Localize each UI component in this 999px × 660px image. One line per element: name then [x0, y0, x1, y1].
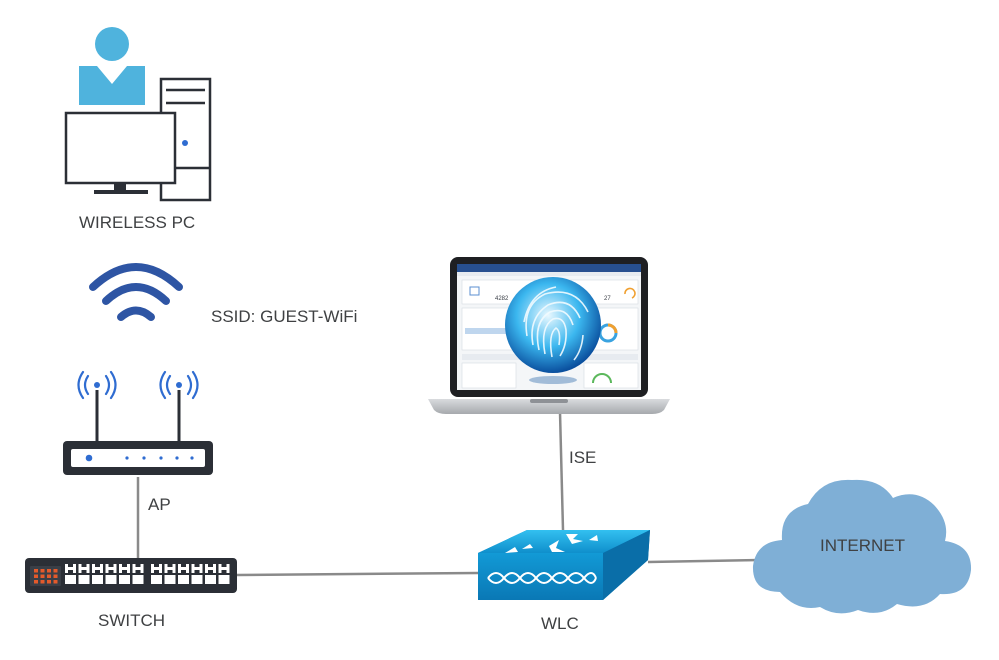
switch-port [92, 575, 103, 584]
label-ise: ISE [569, 448, 597, 467]
switch-port [164, 564, 176, 573]
link-switch-wlc [236, 571, 479, 577]
switch-port [191, 575, 203, 584]
switch-led [53, 574, 58, 578]
switch-port [132, 575, 144, 584]
switch-port [218, 575, 230, 584]
switch-port [191, 564, 203, 573]
link-wlc-internet [647, 558, 761, 564]
connection-lines [136, 411, 761, 577]
switch-port [151, 564, 162, 573]
switch-port [205, 564, 216, 573]
ise-stat-2: 27 [604, 296, 611, 302]
switch-port [178, 564, 189, 573]
switch-port [105, 564, 117, 573]
switch-port [119, 564, 130, 573]
switch-led [53, 580, 58, 584]
wifi-signal-icon [89, 263, 183, 321]
label-wireless-pc: WIRELESS PC [79, 213, 196, 232]
switch-port [119, 575, 130, 584]
switch-port [205, 575, 216, 584]
switch-led [40, 574, 45, 578]
switch-port [78, 575, 90, 584]
switch-icon [25, 558, 237, 593]
switch-port [151, 575, 162, 584]
switch-port [92, 564, 103, 573]
switch-port [65, 564, 76, 573]
label-wlc: WLC [541, 614, 579, 633]
label-switch: SWITCH [98, 611, 166, 630]
user-body [79, 66, 145, 105]
link-ise-wlc [558, 411, 565, 531]
switch-led [47, 580, 51, 584]
switch-led [47, 574, 51, 578]
switch-port [132, 564, 144, 573]
wlc-icon [478, 530, 650, 600]
label-internet: INTERNET [820, 536, 905, 555]
switch-led [34, 574, 38, 578]
switch-led [40, 580, 45, 584]
wireless-pc-icon [64, 27, 212, 202]
switch-led [40, 569, 45, 573]
switch-led [34, 580, 38, 584]
switch-port [218, 564, 230, 573]
switch-port [105, 575, 117, 584]
switch-led [47, 569, 51, 573]
switch-port [178, 575, 189, 584]
switch-port [65, 575, 76, 584]
label-ap: AP [148, 495, 171, 514]
user-head [95, 27, 129, 61]
pc-monitor [64, 111, 177, 185]
internet-cloud-icon [752, 479, 972, 614]
label-ssid: SSID: GUEST-WiFi [211, 307, 358, 326]
switch-port [78, 564, 90, 573]
switch-port [164, 575, 176, 584]
switch-led [34, 569, 38, 573]
access-point-icon [63, 370, 213, 475]
switch-led [53, 569, 58, 573]
ise-stat-1: 4282 [495, 296, 509, 302]
ise-laptop-icon: 4282 27 [428, 257, 670, 414]
